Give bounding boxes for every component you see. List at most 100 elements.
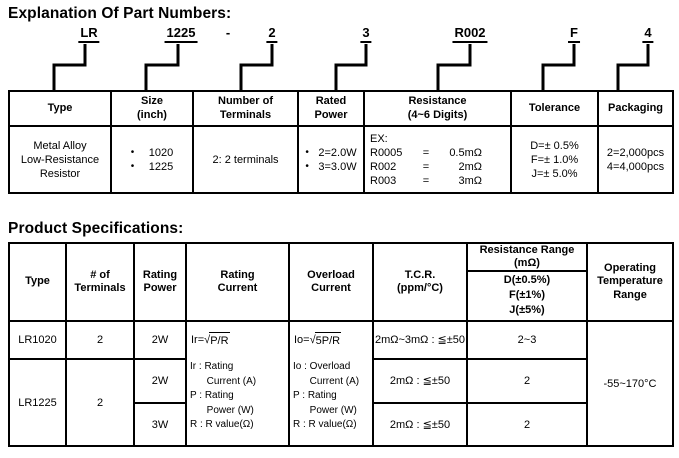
resistance-example: R002 = 2mΩ <box>370 160 509 174</box>
spec-header-type: Type <box>8 242 67 322</box>
terminals-cell: 2: 2 terminals <box>192 125 299 194</box>
size-option: • 1020 <box>131 146 173 160</box>
packaging-cell: 2=2,000pcs 4=4,000pcs <box>597 125 674 194</box>
col-header-packaging-label: Packaging <box>607 101 664 114</box>
part-code-dash: - <box>225 25 231 40</box>
equals-sign: = <box>422 160 430 173</box>
power-option-label: 2=2.0W <box>318 146 357 159</box>
size-option: • 1225 <box>131 160 173 174</box>
spec-terminals-cell: 2 <box>65 358 135 447</box>
resistance-example: R0005 = 0.5mΩ <box>370 146 509 160</box>
spec-header-rating-current-label: Rating Current <box>217 268 258 295</box>
spec-type-cell: LR1020 <box>8 320 67 360</box>
part-number-diagram: LR 1225 - 2 3 R002 F 4 <box>0 26 679 44</box>
col-header-tolerance: Tolerance <box>510 90 599 127</box>
col-header-type-label: Type <box>47 101 73 114</box>
resistance-code: R003 <box>370 174 397 187</box>
tolerance-cell: D=± 0.5% F=± 1.0% J=± 5.0% <box>510 125 599 194</box>
table-row: LR1020 2 2W Ir=√P/R Ir : Rating Current … <box>8 320 674 447</box>
col-header-packaging: Packaging <box>597 90 674 127</box>
power-option-label: 3=3.0W <box>318 160 357 173</box>
spec-power-cell: 2W <box>133 358 187 404</box>
resistance-value: 3mΩ <box>458 174 482 187</box>
spec-header-operating-temp: Operating Temperature Range <box>586 242 674 322</box>
bullet-icon: • <box>305 146 309 158</box>
spec-header-rating-power: Rating Power <box>133 242 187 322</box>
col-header-rated-power: Rated Power <box>297 90 365 127</box>
spec-header-terminals-label: # of Terminals <box>74 268 126 295</box>
col-header-terminals: Number of Terminals <box>192 90 299 127</box>
resistance-example-cell: EX: R0005 = 0.5mΩ R002 = 2mΩ R003 = 3mΩ <box>363 125 512 194</box>
equals-sign: = <box>422 174 430 187</box>
size-option-label: 1225 <box>148 160 174 173</box>
table-row: Metal Alloy Low-Resistance Resistor • 102… <box>8 125 674 194</box>
bullet-icon: • <box>130 160 135 172</box>
spec-power-cell: 3W <box>133 402 187 447</box>
formula-radicand: 5P/R <box>314 332 342 348</box>
rated-power-cell: • 2=2.0W • 3=3.0W <box>297 125 365 194</box>
part-code-type: LR <box>78 26 100 43</box>
type-cell: Metal Alloy Low-Resistance Resistor <box>8 125 112 194</box>
size-option-label: 1020 <box>148 146 174 159</box>
formula-prefix: Ir= <box>191 334 205 346</box>
operating-temp-cell: -55~170°C <box>586 320 674 447</box>
part-number-connector-lines <box>52 44 650 90</box>
spec-header-type-label: Type <box>25 275 50 288</box>
rating-current-definitions: Ir : Rating Current (A) P : Rating Power… <box>190 361 257 430</box>
overload-current-cell: Io=√5P/R Io : Overload Current (A) P : R… <box>288 320 374 447</box>
part-code-power: 3 <box>360 26 372 43</box>
col-header-terminals-label: Number of Terminals <box>218 95 273 121</box>
resistance-example-label: EX: <box>370 132 388 145</box>
spec-resistance-range-cell: 2~3 <box>466 320 588 360</box>
overload-current-definitions: Io : Overload Current (A) P : Rating Pow… <box>293 361 360 430</box>
part-code-terminals: 2 <box>266 26 278 43</box>
col-header-size: Size (inch) <box>110 90 194 127</box>
spec-header-operating-temp-label: Operating Temperature Range <box>597 261 663 301</box>
spec-power-cell: 2W <box>133 320 187 360</box>
spec-header-rating-current: Rating Current <box>185 242 290 322</box>
col-header-rated-power-label: Rated Power <box>314 95 348 121</box>
resistance-code: R002 <box>370 160 397 173</box>
power-option: • 3=3.0W <box>305 160 356 174</box>
spec-tcr-cell: 2mΩ : ≦±50 <box>372 402 468 447</box>
sqrt-symbol: √ <box>204 334 211 346</box>
spec-header-tcr: T.C.R. (ppm/°C) <box>372 242 468 322</box>
part-code-resistance: R002 <box>452 26 488 43</box>
part-number-table: Type Size (inch) Number of Terminals Rat… <box>8 90 674 194</box>
resistance-range-title: Resistance Range (mΩ) <box>469 245 585 272</box>
spec-tcr-cell: 2mΩ : ≦±50 <box>372 358 468 404</box>
rating-current-formula: Ir=√P/R <box>188 323 287 358</box>
product-specifications-table: Type # of Terminals Rating Power Rating … <box>8 242 674 447</box>
spec-header-overload-current: Overload Current <box>288 242 374 322</box>
part-code-size: 1225 <box>164 26 198 43</box>
spec-header-tcr-label: T.C.R. (ppm/°C) <box>397 268 443 295</box>
col-header-size-label: Size (inch) <box>137 95 167 121</box>
col-header-resistance-label: Resistance (4~6 Digits) <box>407 95 468 121</box>
table-row: 3W 2mΩ : ≦±50 2 <box>9 402 673 447</box>
spec-header-resistance-range: Resistance Range (mΩ) D(±0.5%) F(±1%) J(… <box>466 242 588 322</box>
formula-radicand: P/R <box>209 332 230 348</box>
table-row: LR1225 2 2W 2mΩ : ≦±50 2 <box>8 358 673 447</box>
resistance-value: 0.5mΩ <box>449 146 482 159</box>
resistance-example: R003 = 3mΩ <box>370 174 509 188</box>
spec-resistance-range-cell: 2 <box>466 358 588 404</box>
bullet-icon: • <box>130 146 135 158</box>
bullet-icon: • <box>305 160 309 172</box>
col-header-type: Type <box>8 90 112 127</box>
spec-header-rating-power-label: Rating Power <box>142 268 178 295</box>
part-code-packaging: 4 <box>642 26 654 43</box>
product-specs-heading: Product Specifications: <box>8 220 184 237</box>
spec-type-cell: LR1225 <box>8 358 67 447</box>
part-code-tolerance: F <box>568 26 580 43</box>
resistance-range-tolerances: D(±0.5%) F(±1%) J(±5%) <box>503 273 551 316</box>
power-option: • 2=2.0W <box>305 146 356 160</box>
rating-current-cell: Ir=√P/R Ir : Rating Current (A) P : Rati… <box>185 320 290 447</box>
spec-resistance-range-cell: 2 <box>466 402 588 447</box>
resistance-value: 2mΩ <box>458 160 482 173</box>
equals-sign: = <box>422 146 430 159</box>
spec-header-overload-current-label: Overload Current <box>307 268 355 295</box>
col-header-resistance: Resistance (4~6 Digits) <box>363 90 512 127</box>
spec-terminals-cell: 2 <box>65 320 135 360</box>
resistance-code: R0005 <box>370 146 403 159</box>
part-numbers-heading: Explanation Of Part Numbers: <box>8 5 232 22</box>
